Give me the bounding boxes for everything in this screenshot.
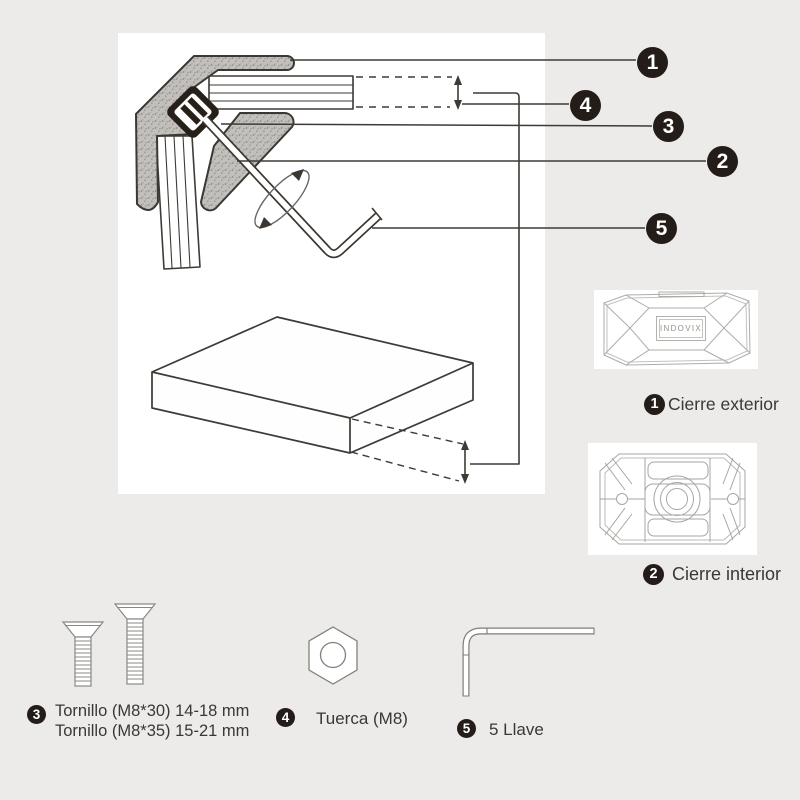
legend-label-nut: Tuerca (M8)	[316, 709, 408, 728]
screws-drawing	[61, 603, 157, 687]
callout-lines	[220, 59, 706, 229]
legend-badge-screws: 3	[27, 705, 46, 724]
rotation-arrow	[254, 169, 310, 229]
screw-spec-line-2: Tornillo (M8*35) 15-21 mm	[55, 721, 250, 740]
callout-badge-5: 5	[646, 213, 677, 244]
callout-badge-2: 2	[707, 146, 738, 177]
horizontal-profile-drawing	[208, 75, 452, 110]
screw-spec-line-1: Tornillo (M8*30) 14-18 mm	[55, 702, 250, 720]
vertical-profile-drawing	[155, 135, 201, 270]
legend-label-screws: Tornillo (M8*30) 14-18 mm Tornillo (M8*3…	[55, 702, 249, 741]
legend-badge-exterior: 1	[644, 394, 665, 415]
nut-drawing	[308, 626, 358, 685]
legend-label-exterior: Cierre exterior	[668, 394, 779, 414]
board-drawing	[151, 316, 474, 454]
callout-badge-4: 4	[570, 90, 601, 121]
brand-label: INDOVIX	[656, 316, 706, 341]
exterior-plate-drawing	[603, 291, 751, 366]
exterior-part-photo	[594, 290, 758, 369]
allen-key-drawing	[462, 627, 595, 697]
legend-badge-interior: 2	[643, 564, 664, 585]
corner-assembly-drawing	[135, 55, 706, 484]
callout-badge-1: 1	[637, 47, 668, 78]
interior-plate-drawing	[599, 453, 746, 545]
callout-badge-3: 3	[653, 111, 684, 142]
allen-key-inserted-drawing	[201, 115, 383, 259]
dimension-annotations	[350, 75, 520, 484]
legend-badge-key: 5	[457, 719, 476, 738]
legend-label-key: 5 Llave	[489, 720, 544, 739]
legend-label-interior: Cierre interior	[672, 564, 782, 584]
legend-badge-nut: 4	[276, 708, 295, 727]
